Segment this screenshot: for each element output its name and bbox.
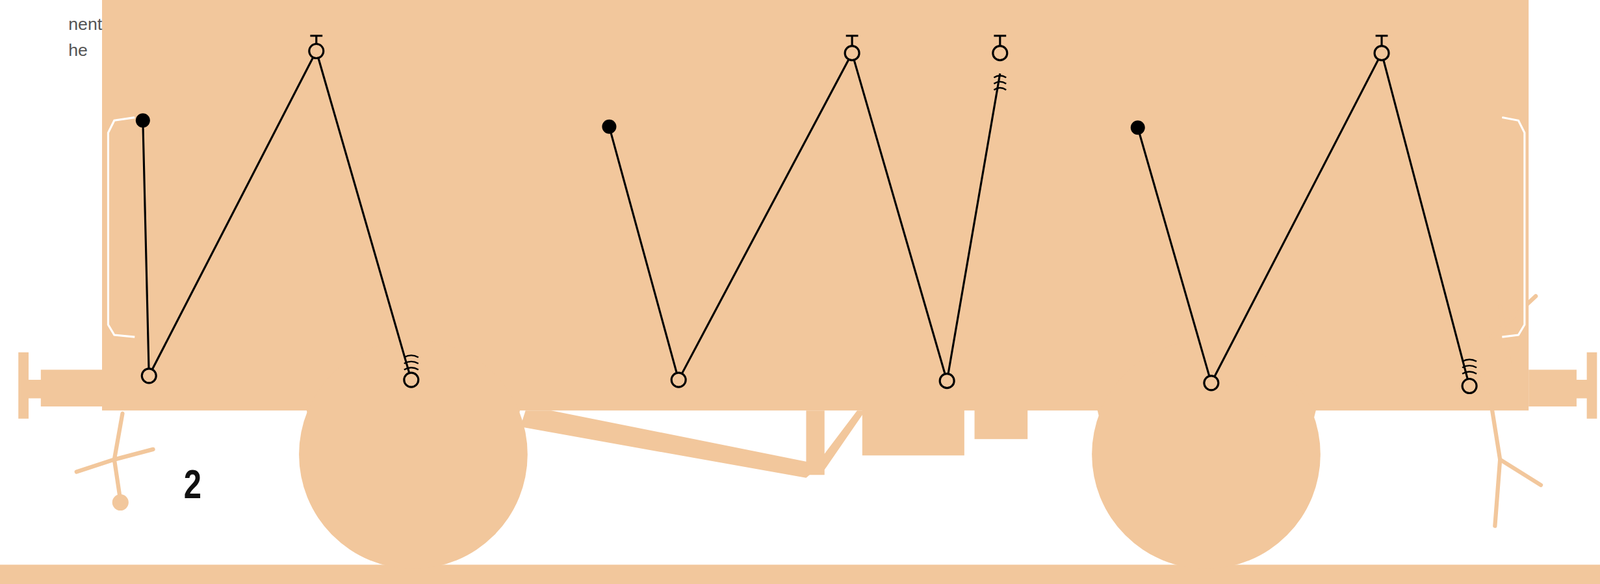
- eye-ring: [993, 46, 1008, 61]
- eye-ring: [939, 373, 955, 388]
- cut-off-text: nent: [68, 14, 103, 35]
- eye-ring: [141, 368, 156, 383]
- rail: [0, 564, 1600, 584]
- grab-handle-right: [1501, 117, 1525, 338]
- brake-cylinder: [862, 408, 965, 455]
- fixed-point: [601, 119, 617, 134]
- anchor-bar: [309, 35, 1388, 47]
- tension-spring: [404, 354, 419, 370]
- brake-rigging: [805, 410, 865, 475]
- eye-ring: [309, 44, 324, 59]
- callout-number: 2: [183, 461, 202, 508]
- lashing-line: [1137, 53, 1470, 387]
- tension-spring: [1462, 359, 1477, 374]
- wheel-left: [298, 339, 528, 569]
- eye-ring: [1462, 378, 1477, 394]
- right-buffer: [1528, 352, 1597, 419]
- lever-knob: [114, 495, 127, 509]
- eye-ring: [1374, 46, 1389, 61]
- wagon-body: [102, 0, 1529, 411]
- left-brake-lever: [76, 413, 154, 500]
- wheel-right: [1091, 339, 1321, 569]
- eye-ring: [404, 372, 419, 387]
- fixed-point: [1130, 120, 1146, 135]
- left-buffer: [18, 352, 103, 419]
- eye-ring: [844, 46, 860, 61]
- tension-spring: [993, 75, 1007, 90]
- lashing-line: [142, 51, 412, 381]
- eye-ring: [1204, 375, 1219, 390]
- valve-box: [974, 408, 1029, 439]
- eye-ring: [671, 372, 686, 387]
- right-brake-lever: [1474, 295, 1541, 526]
- fixed-point: [135, 113, 151, 128]
- grab-handle-left: [107, 117, 135, 338]
- lashing-line: [608, 53, 1000, 381]
- cut-off-text: he: [68, 40, 88, 62]
- brake-rod: [520, 410, 822, 478]
